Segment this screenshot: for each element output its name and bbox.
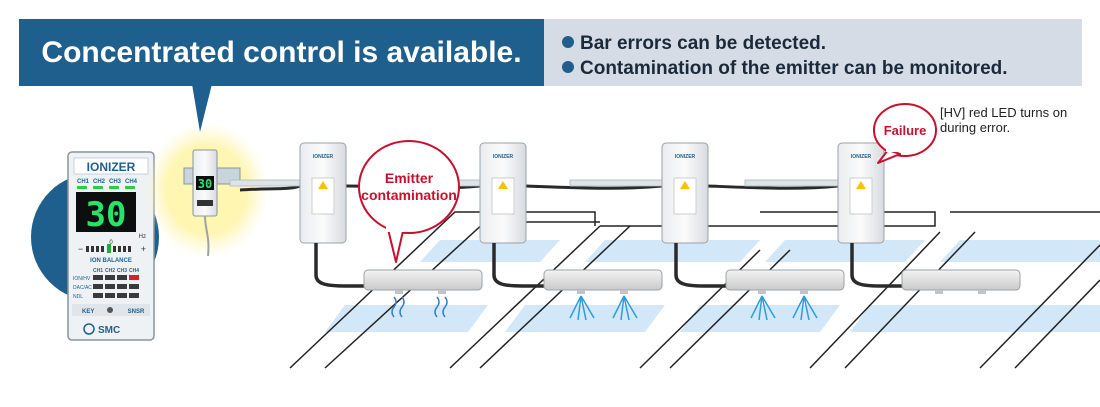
- callout-failure: Failure: [884, 123, 927, 138]
- status-channel-label: CH3: [117, 268, 127, 274]
- banner-pointer-tail: [192, 84, 212, 132]
- balance-bar-graph: [86, 244, 131, 253]
- warning-icon: [680, 181, 690, 189]
- balance-minus: −: [78, 244, 83, 254]
- headline-banner: Concentrated control is available.: [19, 19, 544, 86]
- balance-plus: +: [141, 244, 146, 254]
- error-led: [129, 275, 139, 280]
- status-row-label: DAC/AC: [73, 285, 92, 291]
- din-rail-segment: [229, 179, 311, 187]
- ionizer-label: IONIZER: [675, 154, 696, 160]
- bullet-dot-icon: [562, 61, 574, 73]
- seven-segment-display: [76, 192, 136, 232]
- sensor-label: SNSR: [128, 309, 145, 315]
- channel-label: CH2: [93, 179, 106, 185]
- bar-cable: [674, 243, 728, 288]
- balance-label: ION BALANCE: [90, 258, 132, 264]
- work-surface: [325, 240, 1100, 332]
- status-channel-label: CH2: [105, 268, 115, 274]
- warning-icon: [856, 181, 866, 189]
- small-controller-group: 30: [145, 84, 269, 258]
- controller-title-box: [73, 157, 149, 175]
- channel-label: CH3: [109, 179, 122, 185]
- callout-emitter-line2: contamination: [361, 187, 457, 203]
- ionizer-unit-1: IONIZER: [299, 142, 368, 288]
- channel-label: CH1: [77, 179, 90, 185]
- status-row-label: ION/HV: [73, 276, 91, 282]
- brand-mark-icon: [83, 323, 95, 335]
- key-label: KEY: [82, 309, 94, 315]
- controller-group: IONIZER CH1 CH2 CH3 CH4 30 Hz − 0 + ION …: [31, 151, 159, 341]
- ionizer-bar: [901, 269, 1021, 291]
- warning-label: [491, 177, 515, 215]
- bar-cable: [314, 243, 368, 288]
- ionizer-bar: [725, 269, 845, 291]
- balance-zero: 0: [109, 240, 113, 246]
- ionizer-bars: [363, 269, 1021, 294]
- status-channel-label: CH1: [93, 268, 103, 274]
- warning-label: [673, 177, 697, 215]
- bar-cable: [850, 243, 904, 288]
- emitter-contamination-callout: Emitter contamination: [358, 140, 460, 263]
- callout-emitter-line1: Emitter: [385, 170, 434, 186]
- channel-label: CH4: [125, 179, 138, 185]
- key-lock-icon: [107, 307, 113, 313]
- failure-note: [HV] red LED turns on during error.: [940, 105, 1068, 135]
- warning-label: [311, 177, 335, 215]
- warning-icon: [498, 181, 508, 189]
- display-value: 30: [86, 195, 127, 235]
- status-led-grid: [93, 275, 139, 298]
- feature-item: Bar errors can be detected.: [562, 31, 1082, 56]
- ionizer-label: IONIZER: [851, 154, 872, 160]
- status-channel-label: CH4: [129, 268, 139, 274]
- display-unit: Hz: [139, 234, 146, 240]
- small-display-value: 30: [198, 177, 212, 191]
- ionizer-label: IONIZER: [313, 154, 334, 160]
- ionizer-unit-3: IONIZER: [661, 142, 728, 288]
- ion-emission-weak: [391, 296, 448, 318]
- feature-text: Bar errors can be detected.: [580, 33, 827, 54]
- ionizer-unit-4: IONIZER: [837, 142, 904, 288]
- brand-logo: SMC: [98, 325, 120, 336]
- power-cable: [204, 215, 210, 257]
- controller-title: IONIZER: [87, 160, 136, 174]
- bar-cable: [492, 243, 545, 288]
- feature-list: Bar errors can be detected. Contaminatio…: [544, 19, 1082, 86]
- feature-item: Contamination of the emitter can be moni…: [562, 56, 1082, 81]
- ionizer-unit-2: IONIZER: [479, 142, 545, 288]
- ionizer-label: IONIZER: [493, 154, 514, 160]
- ion-emission-normal: [569, 295, 818, 321]
- ionizer-bar: [363, 269, 483, 291]
- status-row-label: NDL: [73, 294, 83, 300]
- channel-labels: CH1 CH2 CH3 CH4: [77, 179, 138, 185]
- bullet-dot-icon: [562, 36, 574, 48]
- headline-text: Concentrated control is available.: [41, 35, 522, 69]
- warning-label: [849, 177, 873, 215]
- warning-icon: [318, 181, 328, 189]
- feature-text: Contamination of the emitter can be moni…: [580, 58, 1008, 79]
- ionizer-bar: [543, 269, 663, 291]
- failure-callout: Failure: [873, 103, 937, 164]
